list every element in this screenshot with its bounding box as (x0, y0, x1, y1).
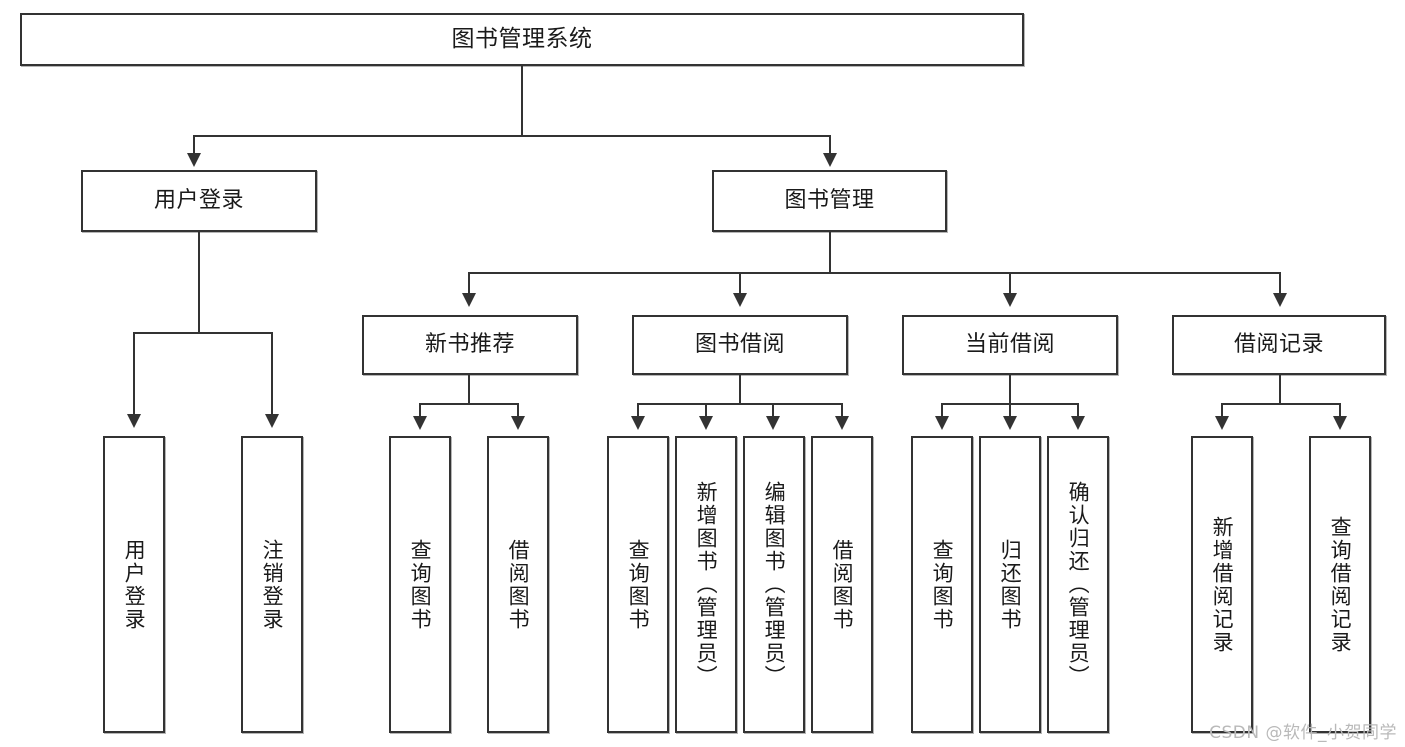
connector-root-stem (521, 66, 523, 136)
node-book-borrow[interactable]: 图书借阅 (632, 315, 848, 375)
arrow-icon-book-borrow-4 (835, 416, 849, 430)
arrow-icon-root-2 (823, 153, 837, 167)
connector-book-mgmt-drop-3 (1009, 272, 1011, 296)
node-label: 归还图书 (998, 538, 1023, 631)
node-label: 借阅记录 (1233, 331, 1324, 357)
node-root-library-system[interactable]: 图书管理系统 (20, 13, 1024, 66)
connector-user-login-drop-2 (271, 332, 273, 417)
node-label: 新增图书（管理员） (694, 481, 719, 688)
connector-book-borrow-stem (739, 375, 741, 404)
connector-book-borrow-bus (637, 403, 842, 405)
connector-root-drop-2 (829, 135, 831, 157)
node-label: 借阅图书 (830, 538, 855, 631)
connector-book-mgmt-drop-2 (739, 272, 741, 296)
connector-new-book-drop-1 (419, 403, 421, 419)
connector-current-borrow-drop-1 (941, 403, 943, 419)
arrow-icon-current-borrow-3 (1071, 416, 1085, 430)
leaf-node-edit-book-admin[interactable]: 编辑图书（管理员） (743, 436, 805, 733)
node-new-book-recommend[interactable]: 新书推荐 (362, 315, 578, 375)
node-label: 编辑图书（管理员） (762, 481, 787, 688)
leaf-node-add-book-admin[interactable]: 新增图书（管理员） (675, 436, 737, 733)
connector-borrow-record-drop-2 (1339, 403, 1341, 419)
connector-book-mgmt-drop-4 (1279, 272, 1281, 296)
node-label: 用户登录 (122, 538, 147, 631)
leaf-node-confirm-return-admin[interactable]: 确认归还（管理员） (1047, 436, 1109, 733)
leaf-node-query-books-current[interactable]: 查询图书 (911, 436, 973, 733)
arrow-icon-new-book-1 (413, 416, 427, 430)
watermark-text: CSDN @软件_小贺同学 (1209, 723, 1397, 743)
connector-book-mgmt-bus (468, 272, 1280, 274)
node-book-management[interactable]: 图书管理 (712, 170, 947, 232)
connector-current-borrow-stem (1009, 375, 1011, 404)
arrow-icon-book-mgmt-3 (1003, 293, 1017, 307)
arrow-icon-user-login-2 (265, 414, 279, 428)
arrow-icon-book-borrow-3 (766, 416, 780, 430)
connector-new-book-drop-2 (517, 403, 519, 419)
node-label: 借阅图书 (506, 538, 531, 631)
connector-user-login-drop-1 (133, 332, 135, 417)
connector-new-book-stem (468, 375, 470, 404)
connector-current-borrow-drop-3 (1077, 403, 1079, 419)
connector-new-book-bus (419, 403, 519, 405)
connector-borrow-record-drop-1 (1221, 403, 1223, 419)
connector-book-mgmt-drop-1 (468, 272, 470, 296)
connector-user-login-bus (133, 332, 271, 334)
arrow-icon-borrow-record-1 (1215, 416, 1229, 430)
arrow-icon-new-book-2 (511, 416, 525, 430)
arrow-icon-book-borrow-1 (631, 416, 645, 430)
arrow-icon-book-borrow-2 (699, 416, 713, 430)
arrow-icon-root-1 (187, 153, 201, 167)
connector-root-drop-1 (193, 135, 195, 157)
leaf-node-borrow-books[interactable]: 借阅图书 (811, 436, 873, 733)
node-label: 新书推荐 (424, 331, 515, 357)
connector-book-borrow-drop-2 (705, 403, 707, 419)
node-label: 新增借阅记录 (1210, 515, 1235, 654)
leaf-node-add-borrow-record[interactable]: 新增借阅记录 (1191, 436, 1253, 733)
node-current-borrow[interactable]: 当前借阅 (902, 315, 1118, 375)
node-label: 查询图书 (626, 538, 651, 631)
leaf-node-user-login[interactable]: 用户登录 (103, 436, 165, 733)
arrow-icon-current-borrow-2 (1003, 416, 1017, 430)
connector-book-mgmt-stem (829, 232, 831, 273)
node-label: 查询图书 (930, 538, 955, 631)
leaf-node-query-books-borrow[interactable]: 查询图书 (607, 436, 669, 733)
node-label: 图书管理 (784, 187, 875, 213)
leaf-node-return-books[interactable]: 归还图书 (979, 436, 1041, 733)
leaf-node-query-borrow-record[interactable]: 查询借阅记录 (1309, 436, 1371, 733)
arrow-icon-book-mgmt-4 (1273, 293, 1287, 307)
arrow-icon-borrow-record-2 (1333, 416, 1347, 430)
node-borrow-record[interactable]: 借阅记录 (1172, 315, 1386, 375)
node-label: 图书管理系统 (451, 26, 593, 53)
connector-current-borrow-drop-2 (1009, 403, 1011, 419)
node-label: 确认归还（管理员） (1066, 481, 1091, 688)
leaf-node-borrow-books-recommend[interactable]: 借阅图书 (487, 436, 549, 733)
node-label: 当前借阅 (964, 331, 1055, 357)
connector-root-bus (193, 135, 831, 137)
node-label: 用户登录 (153, 187, 244, 213)
leaf-node-query-books-recommend[interactable]: 查询图书 (389, 436, 451, 733)
connector-user-login-stem (198, 232, 200, 333)
node-label: 查询图书 (408, 538, 433, 631)
node-label: 查询借阅记录 (1328, 515, 1353, 654)
node-label: 图书借阅 (694, 331, 785, 357)
connector-borrow-record-bus (1221, 403, 1339, 405)
arrow-icon-book-mgmt-1 (462, 293, 476, 307)
connector-borrow-record-stem (1279, 375, 1281, 404)
connector-book-borrow-drop-1 (637, 403, 639, 419)
node-label: 注销登录 (260, 538, 285, 631)
arrow-icon-current-borrow-1 (935, 416, 949, 430)
connector-book-borrow-drop-4 (841, 403, 843, 419)
connector-book-borrow-drop-3 (772, 403, 774, 419)
arrow-icon-user-login-1 (127, 414, 141, 428)
arrow-icon-book-mgmt-2 (733, 293, 747, 307)
node-user-login[interactable]: 用户登录 (81, 170, 317, 232)
leaf-node-logout[interactable]: 注销登录 (241, 436, 303, 733)
